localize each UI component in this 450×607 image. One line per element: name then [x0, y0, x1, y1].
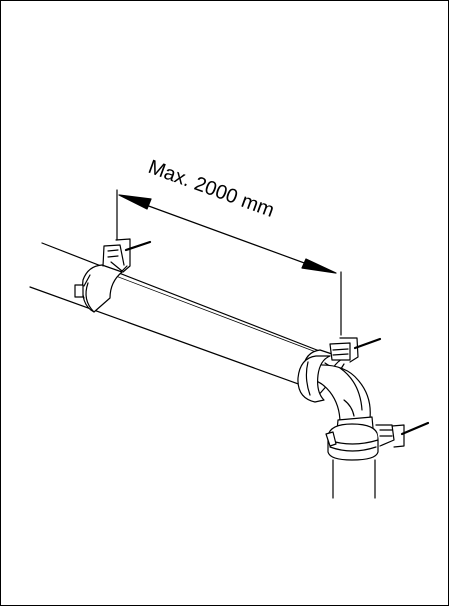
pipe-elbow: [297, 355, 374, 432]
vertical-pipe: [332, 459, 376, 499]
right-arrowhead-icon: [301, 258, 337, 274]
left-pipe-clamp: [74, 238, 152, 313]
lower-pipe-clamp: [325, 421, 430, 461]
dimension-extension-lines: [116, 189, 342, 336]
horizontal-pipe: [29, 242, 323, 391]
dimension-line: [118, 194, 337, 274]
left-arrowhead-icon: [118, 194, 152, 210]
